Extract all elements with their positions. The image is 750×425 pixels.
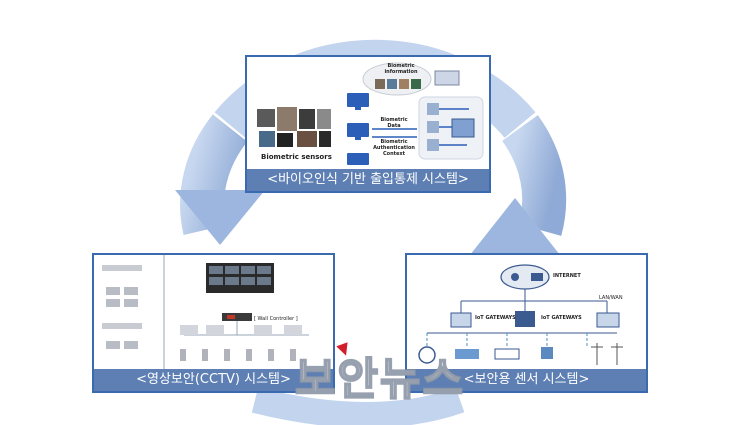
label-lan-wan: LAN/WAN — [599, 295, 623, 301]
label-iot-gateways-1: IoT GATEWAYS — [475, 315, 516, 321]
caption-cctv: <영상보안(CCTV) 시스템> — [94, 369, 333, 391]
biometric-diagram — [257, 62, 484, 165]
label-internet: INTERNET — [553, 273, 581, 279]
monitor-icons — [347, 93, 369, 165]
panel-cctv: [ Wall Controller ] <영상보안(CCTV) 시스템> — [92, 253, 335, 393]
label-bio-sensors: Biometric sensors — [261, 153, 332, 161]
label-bio-info: Biometric information — [384, 63, 418, 75]
gateway-icon — [450, 312, 472, 328]
sensor-diagram — [418, 264, 623, 365]
watermark: 보안뉴스 — [280, 340, 480, 420]
label-wall-controller: [ Wall Controller ] — [254, 316, 298, 322]
left-arrow-head — [175, 190, 265, 245]
sensor-device-icons — [418, 343, 623, 365]
right-arrow-head — [470, 198, 560, 255]
caption-biometric: <바이오인식 기반 출입통제 시스템> — [247, 169, 489, 191]
panel-sensors: INTERNET LAN/WAN IoT GATEWAYS IoT GATEWA… — [405, 253, 648, 393]
label-bio-context: Biometric Authentication Context — [373, 139, 415, 157]
label-iot-gateways-2: IoT GATEWAYS — [541, 315, 582, 321]
biometric-sensor-photos — [257, 107, 331, 147]
cctv-diagram — [102, 255, 309, 369]
caption-sensors: <보안용 센서 시스템> — [407, 369, 646, 391]
panel-biometric: Biometric information Biometric Data Bio… — [245, 55, 491, 193]
label-bio-data: Biometric Data — [380, 117, 408, 129]
camera-icons — [106, 287, 138, 349]
watermark-text: 보안뉴스 — [294, 353, 465, 406]
